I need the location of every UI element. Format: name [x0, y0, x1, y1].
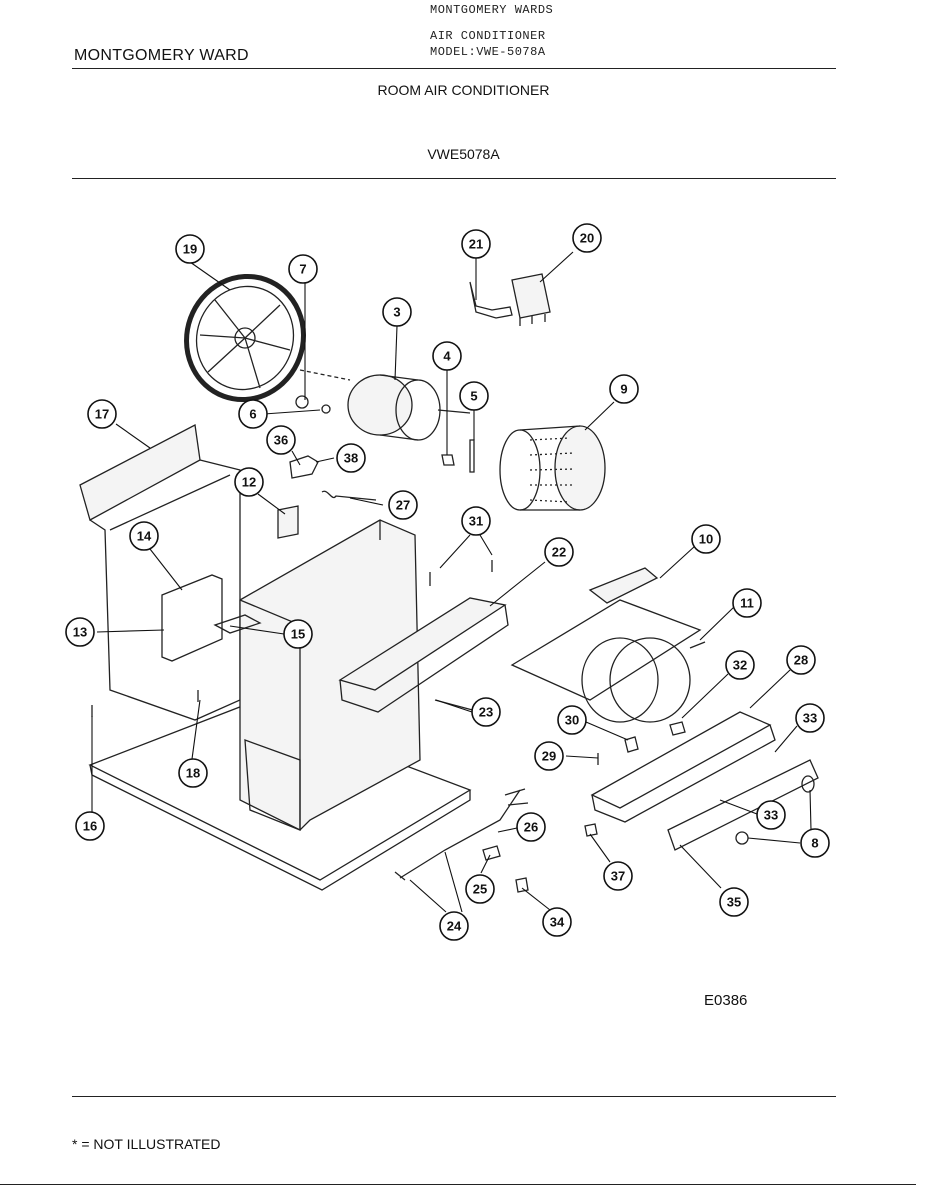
svg-text:20: 20 — [580, 231, 594, 246]
svg-text:34: 34 — [550, 915, 565, 930]
svg-text:35: 35 — [727, 895, 741, 910]
callout-21: 21 — [461, 229, 491, 259]
svg-text:3: 3 — [393, 305, 400, 320]
callout-16: 16 — [75, 811, 105, 841]
svg-text:7: 7 — [299, 262, 306, 277]
svg-text:26: 26 — [524, 820, 538, 835]
callout-34: 34 — [542, 907, 572, 937]
svg-text:31: 31 — [469, 514, 483, 529]
svg-text:37: 37 — [611, 869, 625, 884]
callout-5: 5 — [459, 381, 489, 411]
model-number: VWE5078A — [427, 146, 500, 162]
svg-text:30: 30 — [565, 713, 579, 728]
callout-23: 23 — [471, 697, 501, 727]
page-bottom-rule — [0, 1184, 916, 1185]
callout-33-lower: 33 — [756, 800, 786, 830]
typed-header-line-1: MONTGOMERY WARDS — [430, 3, 554, 17]
callout-15: 15 — [283, 619, 313, 649]
title-rule — [72, 178, 836, 179]
callout-7: 7 — [288, 254, 318, 284]
footer-rule — [72, 1096, 836, 1097]
callout-14: 14 — [129, 521, 159, 551]
callout-20: 20 — [572, 223, 602, 253]
svg-text:29: 29 — [542, 749, 556, 764]
svg-text:9: 9 — [620, 382, 627, 397]
svg-text:25: 25 — [473, 882, 487, 897]
callout-28: 28 — [786, 645, 816, 675]
callout-26: 26 — [516, 812, 546, 842]
callout-8: 8 — [800, 828, 830, 858]
typed-header-line-2: AIR CONDITIONER — [430, 29, 546, 43]
svg-text:17: 17 — [95, 407, 109, 422]
svg-text:38: 38 — [344, 451, 358, 466]
callout-25: 25 — [465, 874, 495, 904]
callout-6: 6 — [238, 399, 268, 429]
svg-text:33: 33 — [803, 711, 817, 726]
page-title: ROOM AIR CONDITIONER — [377, 82, 550, 98]
svg-text:21: 21 — [469, 237, 483, 252]
callout-leaders — [91, 251, 812, 913]
svg-text:27: 27 — [396, 498, 410, 513]
callout-17: 17 — [87, 399, 117, 429]
callout-38: 38 — [336, 443, 366, 473]
svg-text:15: 15 — [291, 627, 305, 642]
callout-37: 37 — [603, 861, 633, 891]
typed-header-line-3: MODEL:VWE-5078A — [430, 45, 546, 59]
svg-text:12: 12 — [242, 475, 256, 490]
svg-text:36: 36 — [274, 433, 288, 448]
blower-wheel-drawing — [184, 273, 351, 403]
svg-text:4: 4 — [443, 349, 451, 364]
svg-text:28: 28 — [794, 653, 808, 668]
callout-32: 32 — [725, 650, 755, 680]
svg-text:8: 8 — [811, 836, 818, 851]
svg-text:6: 6 — [249, 407, 256, 422]
svg-text:14: 14 — [137, 529, 152, 544]
callout-4: 4 — [432, 341, 462, 371]
base-pan-drawing — [88, 519, 472, 891]
callout-10: 10 — [691, 524, 721, 554]
callout-12: 12 — [234, 467, 264, 497]
svg-text:16: 16 — [83, 819, 97, 834]
callout-35: 35 — [719, 887, 749, 917]
svg-text:24: 24 — [447, 919, 462, 934]
diagram-code: E0386 — [704, 992, 748, 1009]
svg-text:22: 22 — [552, 545, 566, 560]
callout-24: 24 — [439, 911, 469, 941]
header-rule — [72, 68, 836, 69]
callout-36: 36 — [266, 425, 296, 455]
svg-text:18: 18 — [186, 766, 200, 781]
callout-11: 11 — [732, 588, 762, 618]
callout-3: 3 — [382, 297, 412, 327]
not-illustrated-note: * = NOT ILLUSTRATED — [72, 1136, 221, 1152]
svg-text:23: 23 — [479, 705, 493, 720]
brand-name: MONTGOMERY WARD — [74, 47, 249, 64]
svg-text:13: 13 — [73, 625, 87, 640]
svg-text:11: 11 — [740, 596, 754, 611]
svg-text:5: 5 — [470, 389, 477, 404]
blower-scroll-drawing — [499, 425, 606, 511]
svg-text:33: 33 — [764, 808, 778, 823]
callout-27: 27 — [388, 490, 418, 520]
svg-text:10: 10 — [699, 532, 713, 547]
callout-22: 22 — [544, 537, 574, 567]
callout-18: 18 — [178, 758, 208, 788]
callout-33-upper: 33 — [795, 703, 825, 733]
callout-19: 19 — [175, 234, 205, 264]
cabinet-panel-drawing — [79, 423, 241, 721]
callout-13: 13 — [65, 617, 95, 647]
callout-29: 29 — [534, 741, 564, 771]
svg-text:32: 32 — [733, 658, 747, 673]
svg-text:19: 19 — [183, 242, 197, 257]
callout-31: 31 — [461, 506, 491, 536]
fan-motor-drawing — [347, 374, 471, 441]
callout-9: 9 — [609, 374, 639, 404]
callout-30: 30 — [557, 705, 587, 735]
